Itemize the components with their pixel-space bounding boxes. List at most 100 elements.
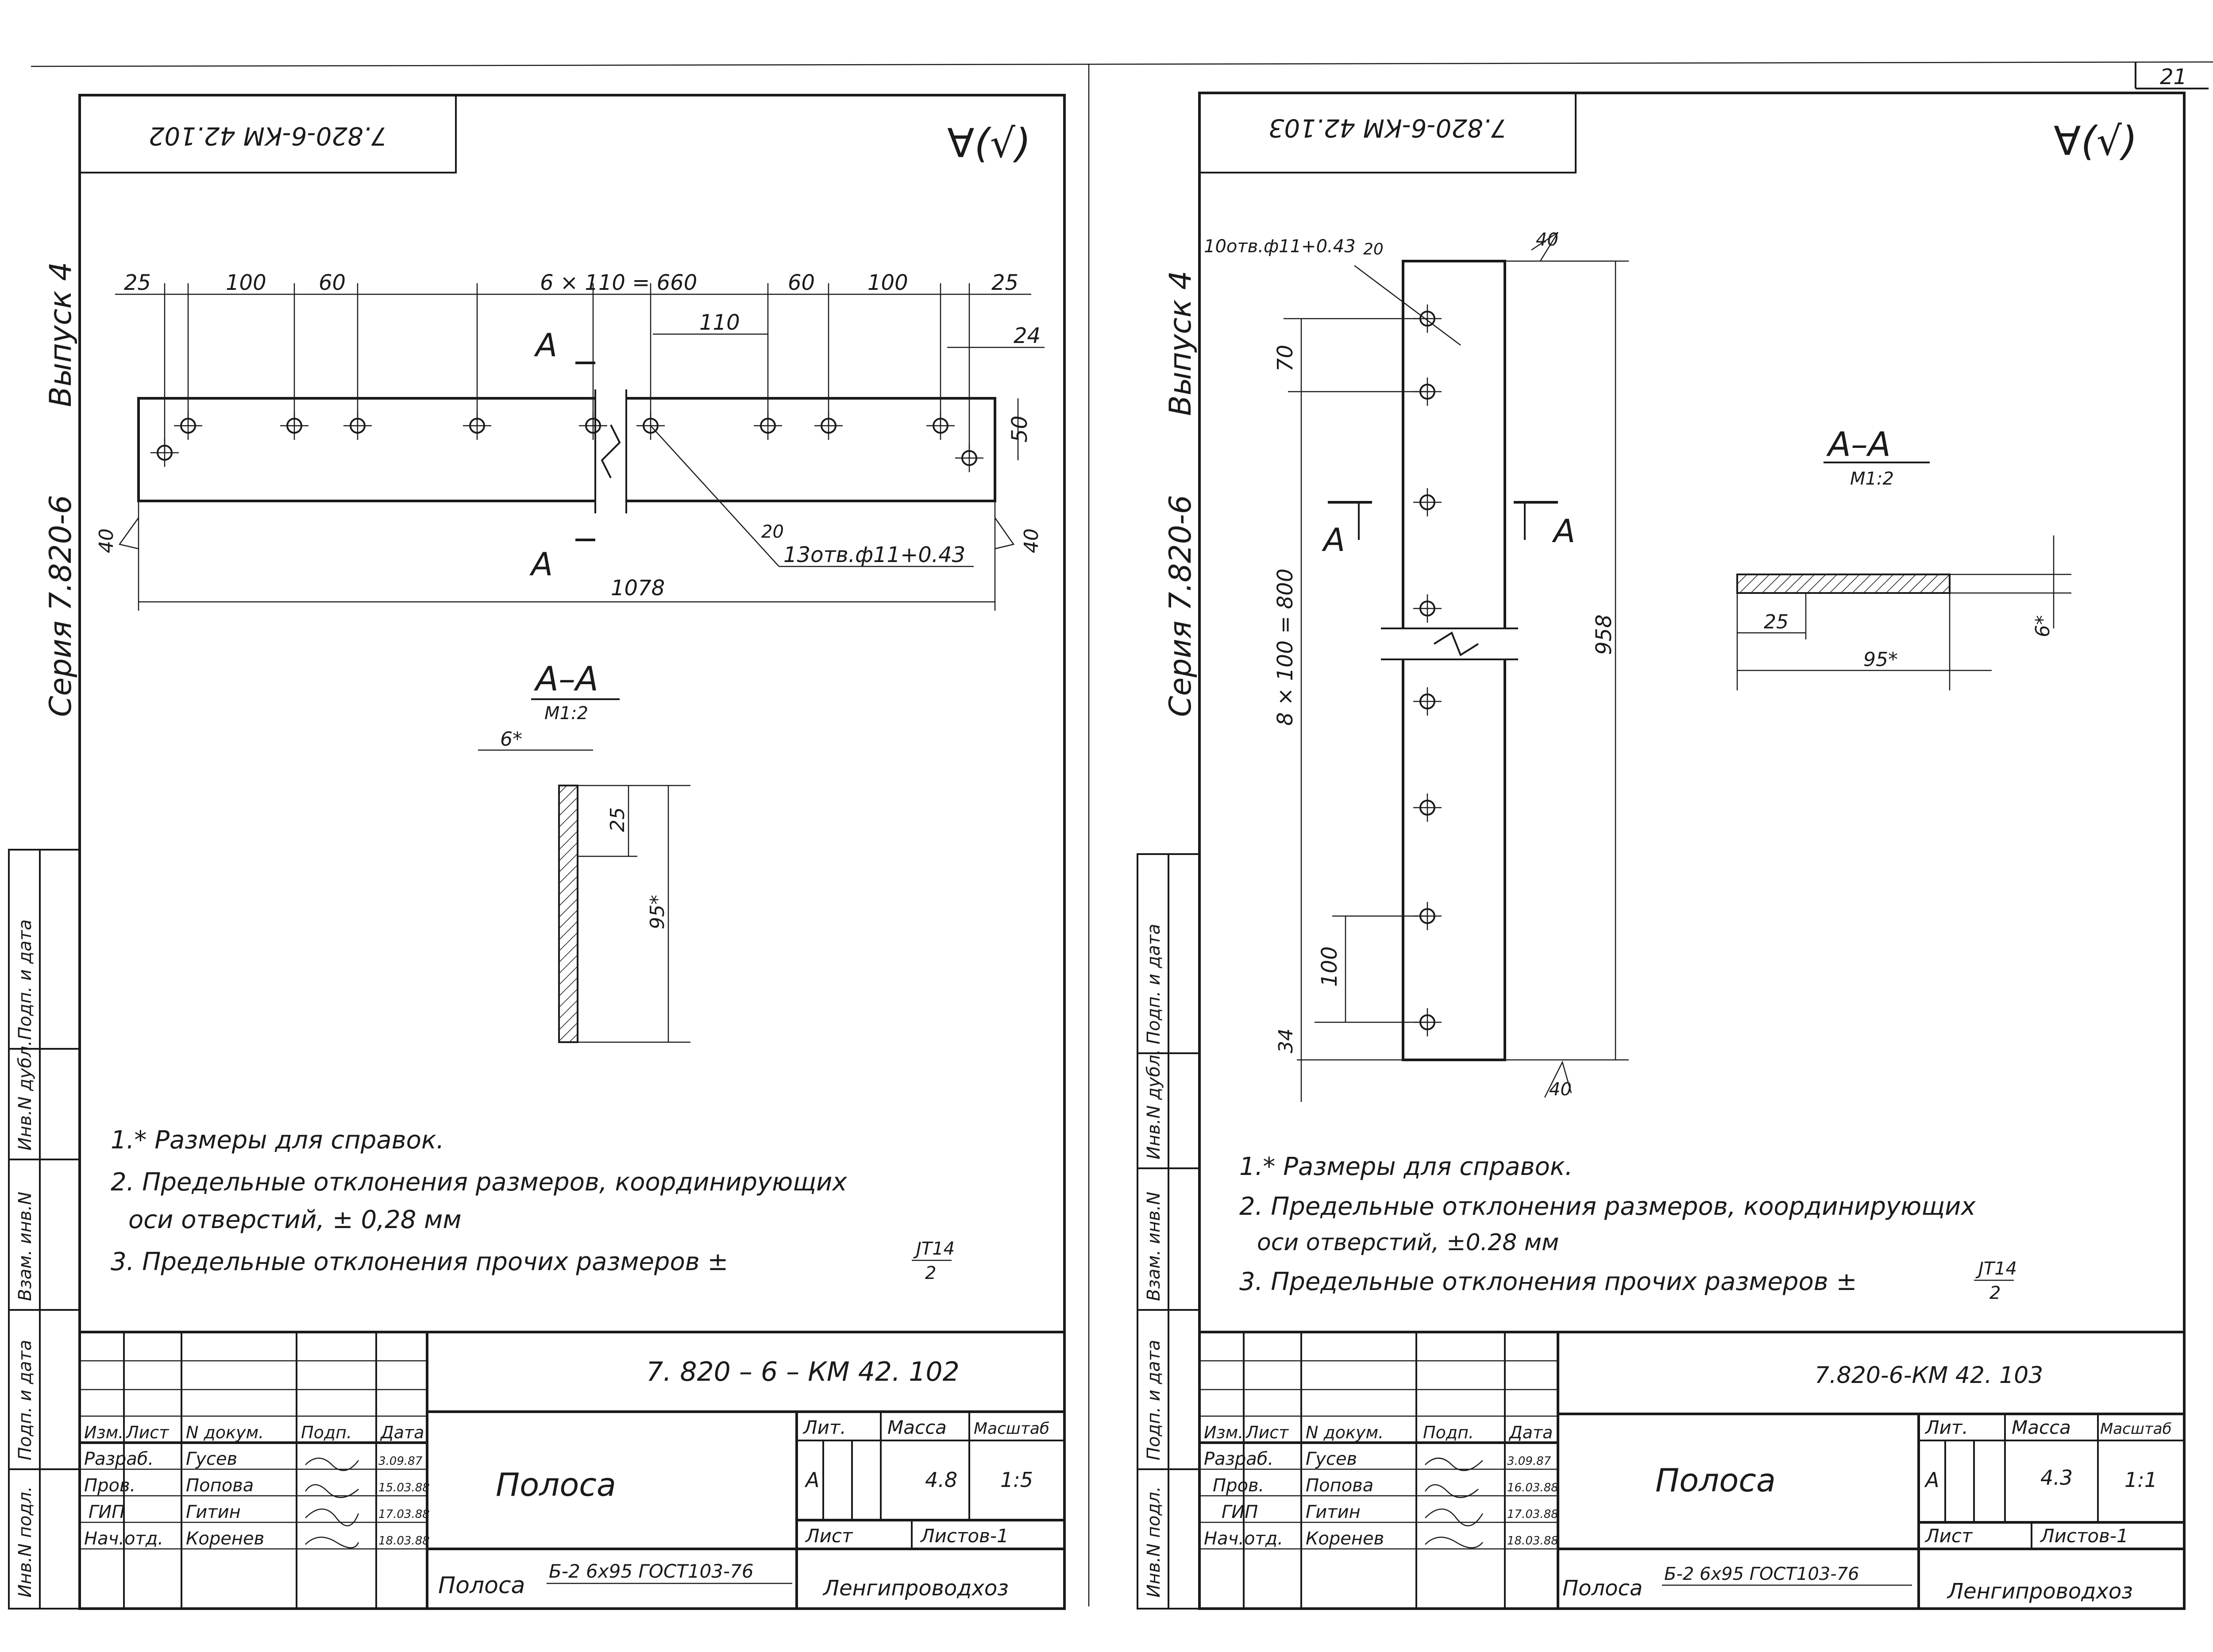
hole-left-3 [343,412,372,440]
header-code-left: 7.820-6-КМ 42.102 [149,121,387,150]
margin-label-right-4: Подп. и дата [1144,924,1164,1044]
tolerance-num-left: JT14 [913,1239,955,1259]
dim-top-left-6: 25 [991,270,1018,295]
section-letter-right-left: A [1322,521,1345,558]
dim-110-left: 110 [699,310,740,335]
dim-top-left-4: 60 [788,270,815,295]
tb-right-mass-header: Масса [2012,1417,2071,1438]
note-right-1: 1.* Размеры для справок. [1239,1152,1573,1181]
dim-100-right: 100 [1317,946,1342,987]
header-code-box-left [79,94,457,173]
strip-left [137,397,996,502]
dim-70-right: 70 [1273,345,1298,372]
signature-left-1 [305,1484,359,1498]
dim-800-right: 8 × 100 = 800 [1273,569,1298,726]
section-letter-left-bottom: A [529,546,553,583]
tb-right-material-spec: Б-2 6x95 ГОСТ103-76 [1664,1564,1859,1584]
section-letter-right-right: A [1552,512,1575,550]
tb-right-sheets-label: Листов-1 [2040,1525,2128,1547]
tb-right-doc-code: 7.820-6-КМ 42. 103 [1815,1362,2043,1389]
tb-left-mass-header: Масса [887,1417,947,1438]
tb-right-col-3: Подп. [1423,1423,1474,1442]
margin-label-left-0: Инв.N подл. [15,1486,35,1598]
title-block-left: Изм. Лист N докум. Подп. Дата Разраб. Гу… [78,1331,1066,1610]
tb-left-role-0: Разраб. [84,1449,154,1469]
dim-top-left-0: 25 [124,270,151,295]
hole-callout-right: 10отв.ф11+0.43 [1204,236,1356,257]
section-scale-left: М1:2 [544,703,588,724]
hole-left-0 [150,439,179,467]
tb-right-role-1: Пров. [1213,1475,1264,1496]
tb-right-mass-value: 4.3 [2040,1466,2073,1490]
tb-left-scale-value: 1:5 [1000,1468,1033,1492]
dim-40-left-a: 40 [95,528,118,553]
section-dim-25-left: 25 [606,807,629,832]
tb-left-date-2: 17.03.88 [378,1508,430,1521]
section-title-left: А–А [533,659,598,698]
margin-label-right-1: Подп. и дата [1144,1340,1164,1460]
tb-right-role-3: Нач.отд. [1204,1529,1283,1549]
tb-right-organization: Ленгипроводхоз [1947,1579,2133,1604]
section-letter-left-top: A [534,327,557,364]
dim-50-left: 50 [1007,416,1032,443]
tb-left-role-2: ГИП [89,1502,125,1522]
tb-left-organization: Ленгипроводхоз [822,1576,1009,1601]
tb-left-date-3: 18.03.88 [378,1534,430,1548]
sheet-right: 7.820-6-КМ 42.103 ∀(√) Серия 7.820-6 Вып… [1137,92,2186,1610]
margin-label-right-0: Инв.N подл. [1144,1486,1164,1598]
hole-left-9 [926,412,955,440]
dim-top-left-3: 6 × 110 = 660 [540,270,697,295]
tb-left-doc-code: 7. 820 – 6 – КМ 42. 102 [646,1356,960,1387]
margin-label-right-2: Взам. инв.N [1144,1192,1164,1301]
tb-left-role-1: Пров. [84,1475,135,1496]
dim-34-right: 34 [1275,1028,1297,1053]
tb-left-col-0: Изм. [84,1423,123,1442]
tb-left-name: Полоса [496,1466,616,1503]
signature-right-3 [1425,1536,1483,1548]
tb-right-col-0: Изм. [1204,1423,1243,1442]
hole-left-7 [754,412,782,440]
tb-left-lit-value: А [804,1468,819,1492]
tb-right-name-1: Попова [1306,1475,1373,1496]
section-dim-95-left: 95* [646,895,669,929]
tb-left-date-0: 3.09.87 [378,1455,423,1468]
dim-958-right: 958 [1592,614,1616,655]
tb-right-date-1: 16.03.88 [1507,1481,1558,1494]
hole-right-3 [1413,594,1442,623]
title-block-right: Изм. Лист N докум. Подп. Дата Разраб. Гу… [1198,1331,2186,1610]
tb-left-role-3: Нач.отд. [84,1529,163,1549]
dim-top-left-1: 100 [226,270,266,295]
signature-left-3 [305,1536,359,1548]
tb-left-material-spec: Б-2 6x95 ГОСТ103-76 [549,1560,754,1582]
hole-left-10 [955,444,983,472]
margin-label-left-2: Взам. инв.N [15,1192,35,1301]
tb-right-scale-value: 1:1 [2124,1468,2157,1492]
series-label-right: Серия 7.820-6 [1163,495,1198,717]
roughness-mark-left: ∀(√) [947,120,1031,167]
tb-left-col-2: N докум. [186,1423,264,1442]
roughness-mark-right: ∀(√) [2054,118,2137,165]
hole-left-8 [814,412,843,440]
hole-right-5 [1413,793,1442,822]
margin-label-left-4: Подп. и дата [15,920,35,1040]
tb-right-material-prefix: Полоса [1562,1576,1642,1601]
tb-right-role-0: Разраб. [1204,1449,1273,1469]
hole-left-2 [280,412,308,440]
section-scale-right: М1:2 [1850,469,1894,489]
holes-left [150,283,983,472]
tb-right-name-3: Коренев [1306,1529,1384,1549]
sheet-left: 7.820-6-КМ 42.102 ∀(√) Серия 7.820-6 Вып… [8,94,1066,1610]
tb-right-lit-header: Лит. [1924,1417,1968,1438]
tb-left-col-1: Лист [125,1423,170,1442]
section-profile-right [1736,574,1951,594]
tb-left-date-1: 15.03.88 [378,1481,430,1494]
tb-right-col-2: N докум. [1306,1423,1384,1442]
issue-label-left: Выпуск 4 [43,262,78,407]
header-code-box-right [1199,92,1577,173]
note-left-2: 2. Предельные отклонения размеров, коорд… [111,1168,847,1197]
tb-right-scale-header: Масштаб [2100,1420,2172,1438]
tb-left-sheet-label: Лист [805,1525,853,1547]
tb-right-name: Полоса [1655,1462,1776,1499]
tb-left-scale-header: Масштаб [974,1420,1049,1438]
